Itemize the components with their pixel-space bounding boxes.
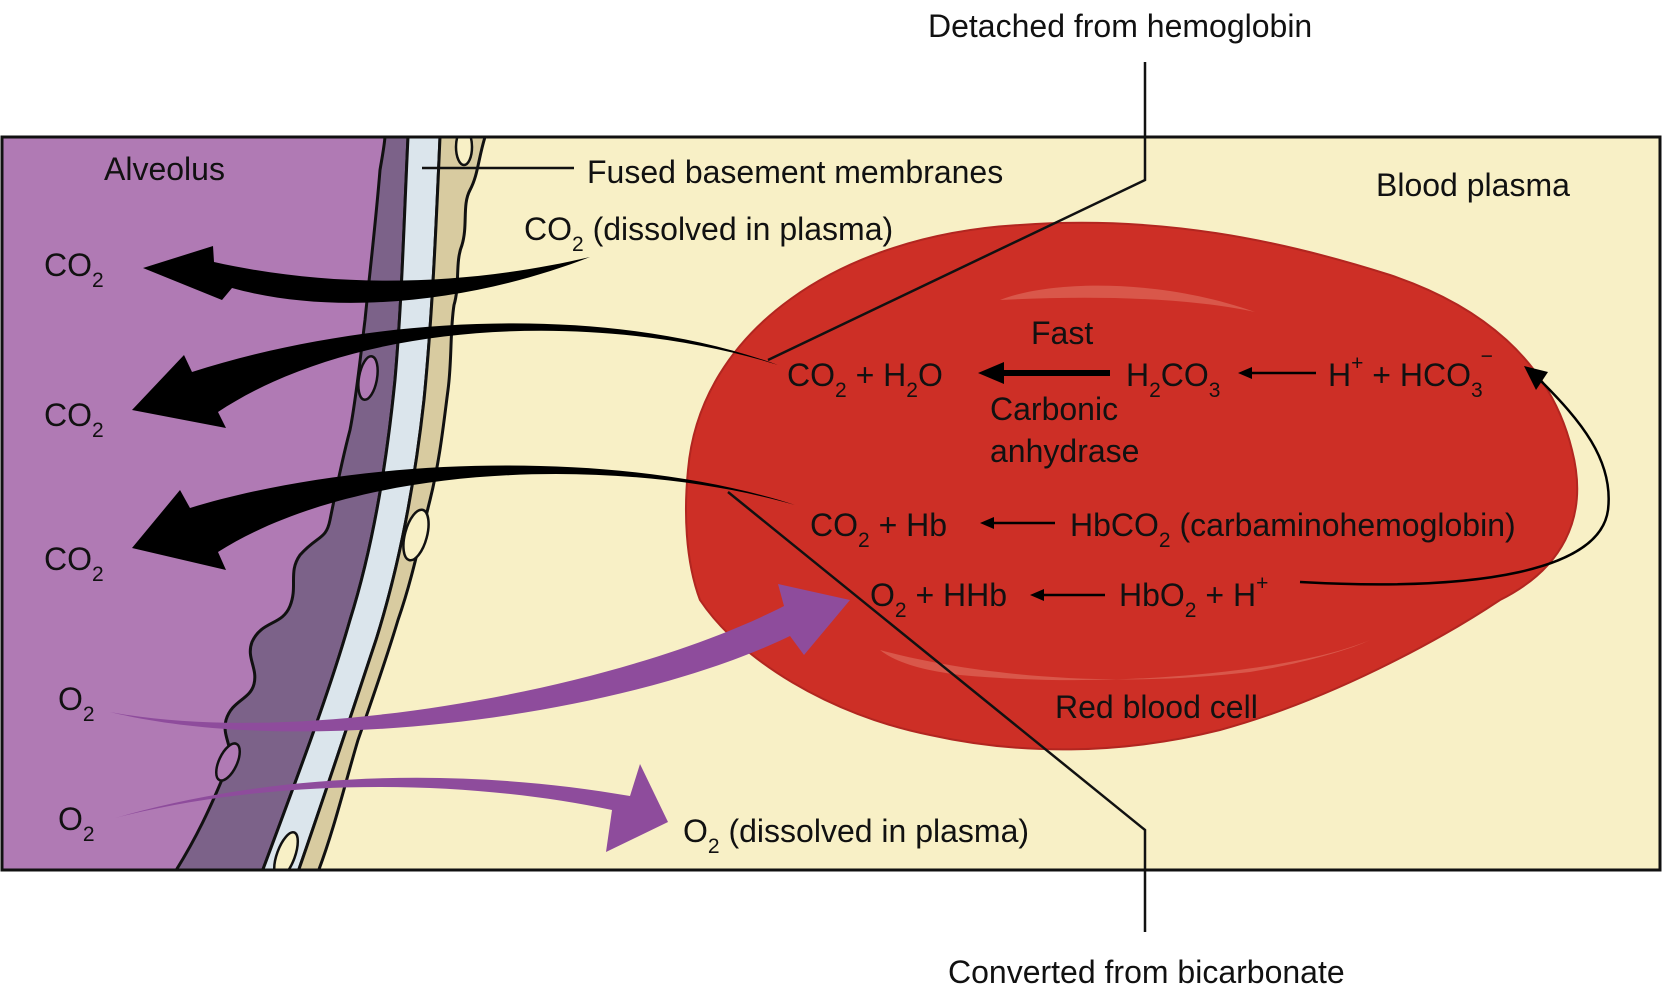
proton-curved-arrow-head — [1524, 366, 1548, 390]
endothelial-nucleus — [357, 355, 379, 401]
co2-arrow-bicarbonate — [132, 465, 795, 570]
detached-callout-line — [767, 62, 1147, 362]
rbc-highlight-top — [1000, 285, 1255, 312]
h2co3-arrow-head — [1238, 367, 1252, 379]
alveolus-co2-label-1: CO2 — [44, 247, 104, 292]
proton-curved-arrow — [1299, 379, 1610, 586]
co2-arrow-dissolved — [143, 246, 590, 303]
o2-arrow-to-plasma — [115, 764, 668, 852]
converted-callout-line — [727, 491, 1147, 932]
alveolus-o2-label-2: O2 — [58, 801, 95, 846]
o2-dissolved-label: O2 (dissolved in plasma) — [683, 813, 1029, 858]
endothelial-nucleus — [272, 830, 300, 870]
reaction-h2co3: H2CO3 — [1126, 357, 1220, 402]
reaction-co2-h2o: CO2 + H2O — [787, 357, 943, 402]
red-blood-cell — [685, 221, 1579, 751]
reaction-co2-hb: CO2 + Hb — [810, 507, 947, 552]
epithelial-nucleus — [215, 742, 241, 782]
reaction-arrows — [978, 362, 1610, 601]
alveolus-o2-label-1: O2 — [58, 681, 95, 726]
alveolus-region — [2, 137, 385, 870]
reaction-hbco2: HbCO2 (carbaminohemoglobin) — [1070, 507, 1516, 552]
fast-arrow-head — [978, 362, 1004, 384]
fast-label: Fast — [1031, 315, 1093, 351]
anhydrase-label: anhydrase — [990, 433, 1139, 469]
co2-arrow-detached — [132, 323, 778, 428]
carbonic-label: Carbonic — [990, 391, 1118, 427]
fused-membranes-label: Fused basement membranes — [587, 154, 1003, 190]
alveolus-co2-label-3: CO2 — [44, 541, 104, 586]
converted-label: Converted from bicarbonate — [948, 954, 1345, 990]
red-blood-cell-label: Red blood cell — [1055, 689, 1258, 725]
rbc-highlight-bottom — [880, 640, 1370, 681]
reaction-o2-hhb: O2 + HHb — [870, 577, 1007, 622]
endothelial-nucleus — [454, 137, 474, 167]
capillary-endothelium — [297, 137, 487, 870]
alveolus-label: Alveolus — [104, 151, 225, 187]
alveolus-co2-label-2: CO2 — [44, 397, 104, 442]
reaction-hbo2-h: HbO2 + H+ — [1119, 572, 1268, 622]
blood-plasma-label: Blood plasma — [1376, 167, 1570, 203]
hbo2-arrow-head — [1030, 589, 1044, 601]
endothelial-nucleus — [402, 508, 430, 562]
detached-label: Detached from hemoglobin — [928, 8, 1312, 44]
diagram-border — [0, 135, 1662, 872]
o2-arrow-to-rbc — [110, 584, 850, 732]
co2-dissolved-label: CO2 (dissolved in plasma) — [524, 211, 893, 256]
reaction-h-hco3: H+ + HCO3− — [1328, 345, 1493, 402]
hbco2-arrow-head — [980, 517, 994, 529]
